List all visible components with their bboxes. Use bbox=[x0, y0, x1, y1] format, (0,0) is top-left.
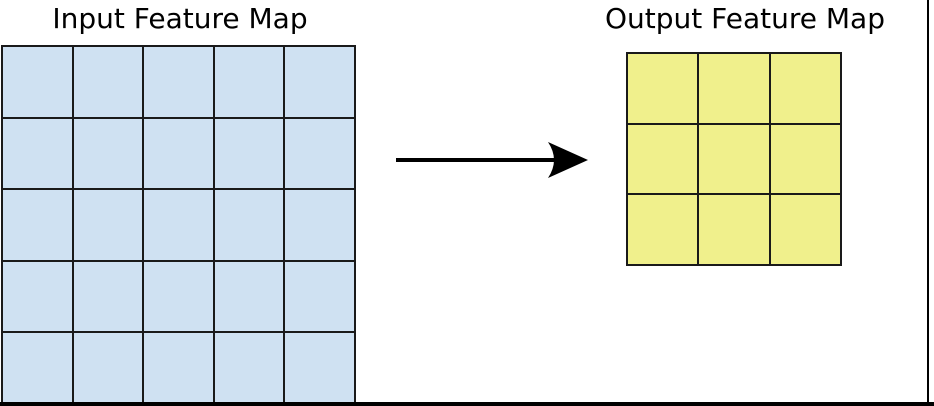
grid-cell bbox=[143, 260, 214, 333]
right-arrow-icon bbox=[396, 142, 588, 178]
grid-cell bbox=[2, 46, 73, 118]
grid-cell bbox=[769, 194, 841, 265]
grid-cell bbox=[698, 123, 770, 195]
grid-cell bbox=[284, 117, 355, 190]
figure-border-right bbox=[927, 0, 929, 406]
grid-cell bbox=[284, 260, 355, 333]
grid-cell bbox=[284, 189, 355, 261]
grid-cell bbox=[213, 332, 285, 404]
grid-cell bbox=[72, 189, 144, 261]
output-feature-map-grid bbox=[626, 52, 842, 266]
grid-cell bbox=[698, 194, 770, 265]
grid-cell bbox=[627, 53, 699, 124]
grid-cell bbox=[72, 117, 144, 190]
grid-cell bbox=[72, 260, 144, 333]
grid-cell bbox=[143, 189, 214, 261]
grid-cell bbox=[72, 46, 144, 118]
grid-cell bbox=[284, 46, 355, 118]
grid-cell bbox=[284, 332, 355, 404]
grid-cell bbox=[72, 332, 144, 404]
grid-cell bbox=[143, 46, 214, 118]
grid-cell bbox=[627, 194, 699, 265]
grid-cell bbox=[2, 260, 73, 333]
grid-cell bbox=[143, 117, 214, 190]
grid-cell bbox=[213, 189, 285, 261]
figure-border-bottom bbox=[0, 402, 934, 406]
grid-cell bbox=[2, 332, 73, 404]
grid-cell bbox=[213, 46, 285, 118]
grid-cell bbox=[2, 189, 73, 261]
grid-cell bbox=[698, 53, 770, 124]
grid-cell bbox=[769, 53, 841, 124]
output-feature-map-title: Output Feature Map bbox=[605, 2, 885, 35]
grid-cell bbox=[213, 117, 285, 190]
grid-cell bbox=[213, 260, 285, 333]
grid-cell bbox=[143, 332, 214, 404]
arrow-head bbox=[548, 142, 588, 178]
grid-cell bbox=[2, 117, 73, 190]
input-feature-map-title: Input Feature Map bbox=[52, 2, 308, 35]
grid-cell bbox=[769, 123, 841, 195]
input-feature-map-grid bbox=[1, 45, 356, 405]
grid-cell bbox=[627, 123, 699, 195]
